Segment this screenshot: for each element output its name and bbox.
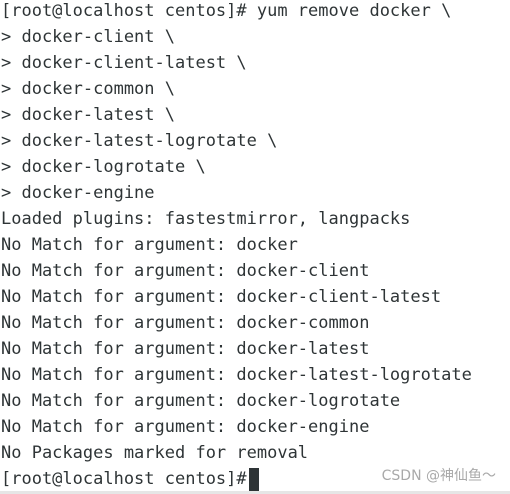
terminal-line-output: No Match for argument: docker-client-lat… <box>1 287 442 307</box>
terminal-line-continuation: > docker-client \ <box>1 27 175 47</box>
terminal-line-continuation: > docker-client-latest \ <box>1 53 247 73</box>
terminal-line-continuation: > docker-common \ <box>1 79 175 99</box>
terminal-line-output: No Packages marked for removal <box>1 443 309 463</box>
terminal-line-output: No Match for argument: docker-common <box>1 313 370 333</box>
terminal-line-continuation: > docker-latest-logrotate \ <box>1 131 278 151</box>
window-bottom-edge <box>0 491 510 494</box>
terminal-line-command: [root@localhost centos]# yum remove dock… <box>1 1 452 21</box>
terminal-line-output: No Match for argument: docker-latest-log… <box>1 365 472 385</box>
terminal-line-continuation: > docker-latest \ <box>1 105 175 125</box>
terminal-line-output: No Match for argument: docker-engine <box>1 417 370 437</box>
terminal-line-output: No Match for argument: docker-latest <box>1 339 370 359</box>
terminal-line-output: No Match for argument: docker-client <box>1 261 370 281</box>
terminal-line-continuation: > docker-engine <box>1 183 155 203</box>
shell-prompt: [root@localhost centos]# <box>1 469 247 489</box>
terminal-line-output: No Match for argument: docker <box>1 235 298 255</box>
watermark: CSDN @神仙鱼～ <box>381 468 496 484</box>
terminal-line-output: Loaded plugins: fastestmirror, langpacks <box>1 209 411 229</box>
terminal-line-continuation: > docker-logrotate \ <box>1 157 206 177</box>
terminal-line-output: No Match for argument: docker-logrotate <box>1 391 401 411</box>
terminal-input-line[interactable]: [root@localhost centos]# <box>1 468 506 494</box>
text-cursor <box>248 468 259 491</box>
